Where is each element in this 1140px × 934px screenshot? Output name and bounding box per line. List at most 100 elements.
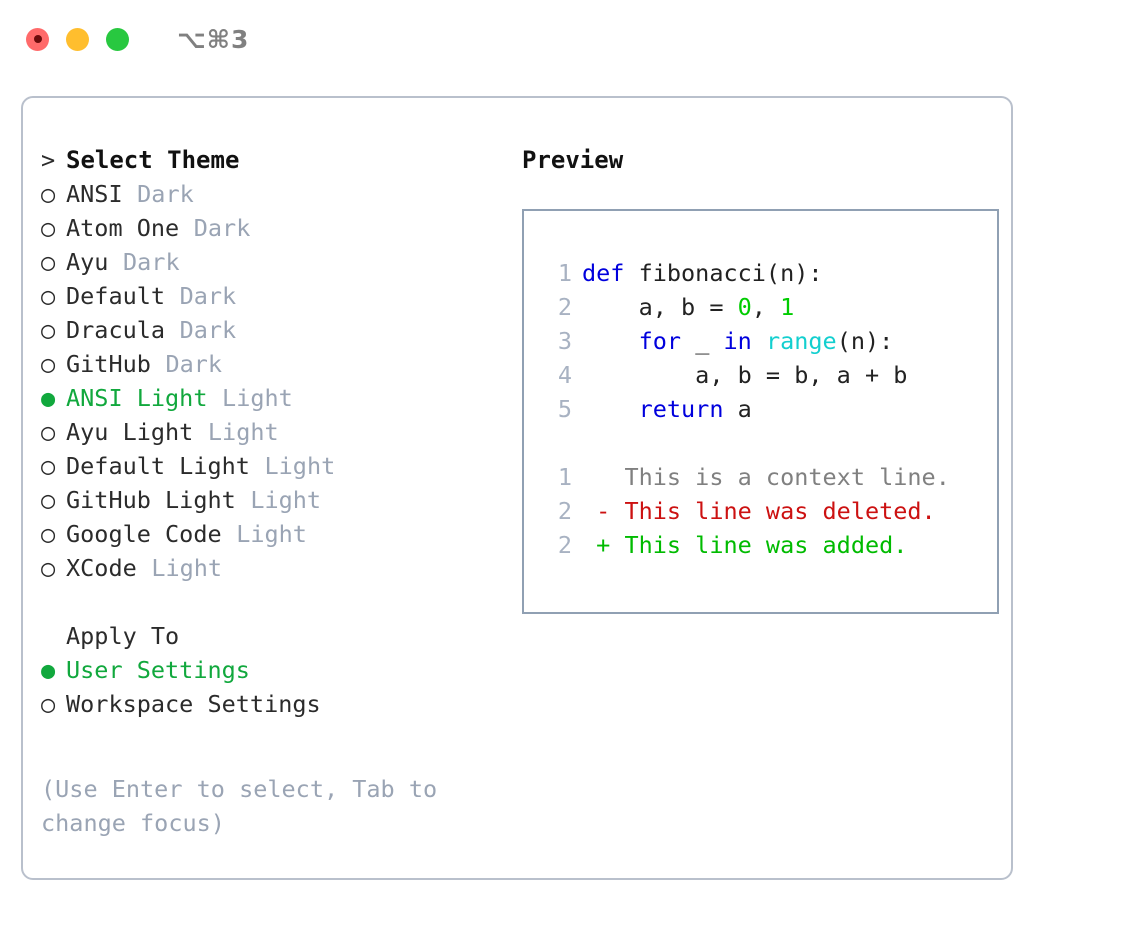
theme-name: ANSI [66,180,123,208]
theme-list-item[interactable]: ○ XCode Light [41,554,501,588]
code-token [582,395,639,423]
apply-to-label: User Settings [66,656,250,684]
line-number: 3 [557,327,572,355]
radio-unselected-icon[interactable]: ○ [41,282,56,310]
apply-to-label: Workspace Settings [66,690,321,718]
theme-list-item[interactable]: ○ ANSI Dark [41,180,501,214]
radio-unselected-icon[interactable]: ○ [41,214,56,242]
apply-to-heading: Apply To [41,622,501,656]
close-button[interactable] [26,27,49,51]
radio-selected-icon[interactable]: ● [41,384,56,412]
code-token: fibonacci(n): [638,259,823,287]
apply-to-list: ● User Settings ○ Workspace Settings [41,656,501,724]
section-spacer [41,588,501,622]
theme-list-item[interactable]: ● ANSI Light Light [41,384,501,418]
code-token: return [638,395,724,423]
line-number: 2 [557,531,572,559]
code-token: range [765,327,837,355]
apply-to-item[interactable]: ● User Settings [41,656,501,690]
theme-variant-tag: Dark [179,282,237,310]
theme-variant-tag: Light [222,384,293,412]
code-token: _ [681,327,724,355]
theme-name: GitHub [66,350,151,378]
theme-variant-tag: Light [264,452,336,480]
radio-unselected-icon[interactable]: ○ [41,248,56,276]
theme-variant-tag: Dark [165,350,223,378]
radio-unselected-icon[interactable]: ○ [41,350,56,378]
diff-line: 2 - This line was deleted. [546,497,997,531]
radio-selected-icon[interactable]: ● [41,656,56,684]
code-text: for _ in range(n): [582,327,894,355]
code-token: (n): [836,327,894,355]
code-token: in [723,327,752,355]
preview-title: Preview [522,146,624,174]
diff-text: + This line was added. [582,531,908,559]
theme-list-item[interactable]: ○ Atom One Dark [41,214,501,248]
title-bar: ⌥⌘3 [0,0,1140,78]
theme-name: Dracula [66,316,166,344]
code-text: a, b = 0, 1 [582,293,795,321]
caret-icon: > [41,146,56,174]
minimize-button[interactable] [66,27,89,51]
radio-unselected-icon[interactable]: ○ [41,690,56,718]
select-theme-heading-label: Select Theme [66,146,240,174]
theme-name: XCode [66,554,137,582]
code-token: a, b = b, a + b [582,361,908,389]
radio-unselected-icon[interactable]: ○ [41,520,56,548]
theme-variant-tag: Light [151,554,223,582]
line-number: 2 [557,293,572,321]
diff-sample: 1 This is a context line.2 - This line w… [546,463,997,565]
apply-to-item[interactable]: ○ Workspace Settings [41,690,501,724]
theme-name: ANSI Light [66,384,208,412]
diff-line: 2 + This line was added. [546,531,997,565]
code-token: def [582,259,639,287]
theme-variant-tag: Dark [137,180,194,208]
radio-unselected-icon[interactable]: ○ [41,316,56,344]
theme-name: Ayu Light [66,418,194,446]
radio-unselected-icon[interactable]: ○ [41,486,56,514]
diff-text: This is a context line. [582,463,950,491]
code-token: for [638,327,682,355]
code-token: 1 [780,293,795,321]
select-theme-heading: > Select Theme [41,146,501,180]
radio-unselected-icon[interactable]: ○ [41,180,56,208]
code-text: a, b = b, a + b [582,361,907,389]
theme-variant-tag: Light [250,486,322,514]
code-token [582,327,639,355]
code-token: a, b = [582,293,738,321]
theme-variant-tag: Light [207,418,279,446]
theme-list-item[interactable]: ○ Default Light Light [41,452,501,486]
line-number: 5 [557,395,572,423]
theme-name: Ayu [66,248,109,276]
theme-name: Atom One [66,214,180,242]
theme-name: Google Code [66,520,222,548]
code-text: return a [582,395,752,423]
line-number: 4 [557,361,572,389]
theme-name: Default Light [66,452,250,480]
apply-to-heading-label: Apply To [66,622,180,650]
theme-list-item[interactable]: ○ Ayu Light Light [41,418,501,452]
theme-list-item[interactable]: ○ GitHub Dark [41,350,501,384]
window-controls [26,27,129,51]
diff-line: 1 This is a context line. [546,463,997,497]
diff-text: - This line was deleted. [582,497,936,525]
theme-variant-tag: Dark [193,214,251,242]
line-number: 1 [557,463,572,491]
maximize-button[interactable] [106,27,129,51]
radio-unselected-icon[interactable]: ○ [41,554,56,582]
radio-unselected-icon[interactable]: ○ [41,418,56,446]
theme-variant-tag: Dark [179,316,237,344]
keyboard-shortcut-label: ⌥⌘3 [177,24,250,54]
radio-unselected-icon[interactable]: ○ [41,452,56,480]
code-line: 2 a, b = 0, 1 [546,293,997,327]
theme-list-item[interactable]: ○ Dracula Dark [41,316,501,350]
line-number: 2 [557,497,572,525]
